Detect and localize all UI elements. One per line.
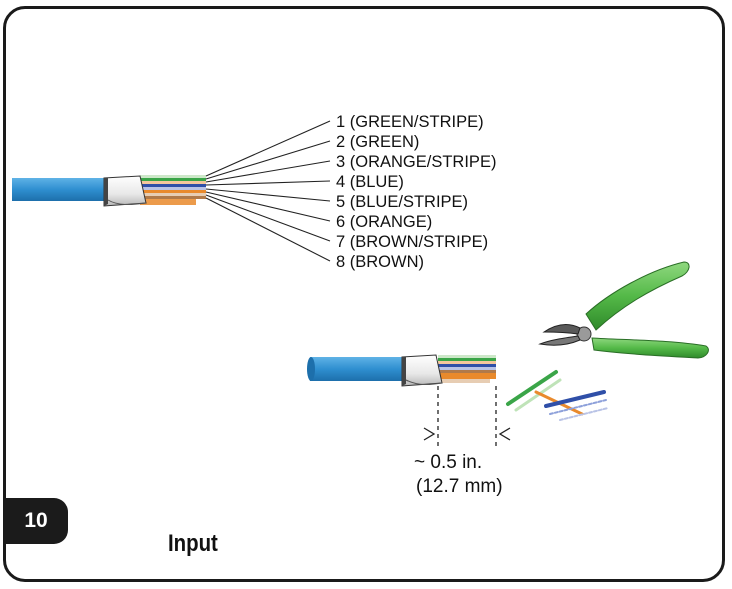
footer-label: Input <box>168 530 218 557</box>
wire-label-4: 4 (BLUE) <box>336 173 404 191</box>
wire-label-6: 6 (ORANGE) <box>336 213 433 231</box>
cable-jacket <box>12 178 108 201</box>
cable-jacket-2 <box>310 357 406 381</box>
wire-label-5: 5 (BLUE/STRIPE) <box>336 193 469 211</box>
bottom-cable <box>307 261 709 448</box>
wire-label-3: 3 (ORANGE/STRIPE) <box>336 153 497 171</box>
measure-guides <box>423 386 511 448</box>
step-number-badge: 10 <box>4 498 68 544</box>
leader-lines <box>205 120 331 262</box>
measurement-inches: ~ 0.5 in. <box>414 452 483 473</box>
wire-bundle <box>140 175 206 205</box>
wire-label-8: 8 (BROWN) <box>336 253 424 271</box>
wire-label-7: 7 (BROWN/STRIPE) <box>336 233 489 251</box>
content-frame <box>3 6 725 582</box>
wire-label-2: 2 (GREEN) <box>336 133 420 151</box>
trimmed-wires <box>438 355 496 383</box>
top-cable <box>12 120 331 262</box>
cut-wire-pieces <box>506 370 609 421</box>
measurement-millimeters: (12.7 mm) <box>416 476 503 497</box>
wire-label-1: 1 (GREEN/STRIPE) <box>336 113 484 131</box>
wire-cutter-icon <box>538 261 709 359</box>
